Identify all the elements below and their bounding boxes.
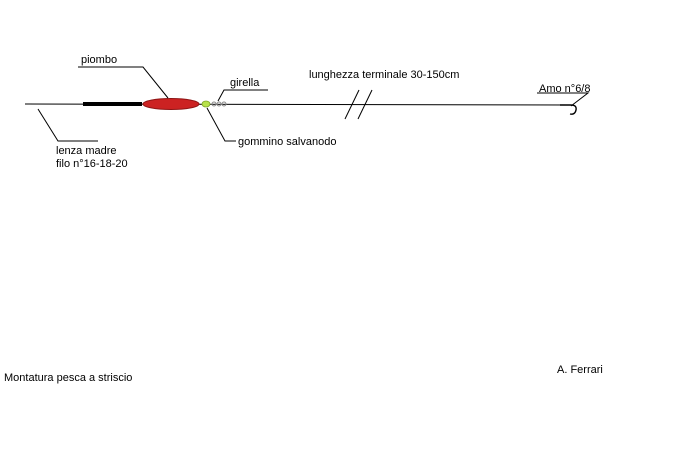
hook-icon xyxy=(560,104,577,115)
label-filo: filo n°16-18-20 xyxy=(56,158,128,170)
caption: Montatura pesca a striscio xyxy=(4,372,132,384)
swivel xyxy=(211,101,227,107)
label-lenza-madre: lenza madre xyxy=(56,145,117,157)
author: A. Ferrari xyxy=(557,364,603,376)
label-piombo: piombo xyxy=(81,54,117,66)
leader-gommino xyxy=(206,107,236,142)
label-lunghezza-terminale: lunghezza terminale 30-150cm xyxy=(309,69,459,81)
rubber-bead xyxy=(201,100,211,108)
break-mark xyxy=(344,89,373,120)
label-gommino: gommino salvanodo xyxy=(238,136,336,148)
leader-lenza-madre xyxy=(37,108,98,142)
leader-amo xyxy=(537,92,590,107)
leader-piombo xyxy=(78,66,169,99)
label-girella: girella xyxy=(230,77,260,89)
leader-girella xyxy=(217,89,268,102)
lead-weight xyxy=(142,98,200,110)
label-amo: Amo n°6/8 xyxy=(539,83,590,95)
